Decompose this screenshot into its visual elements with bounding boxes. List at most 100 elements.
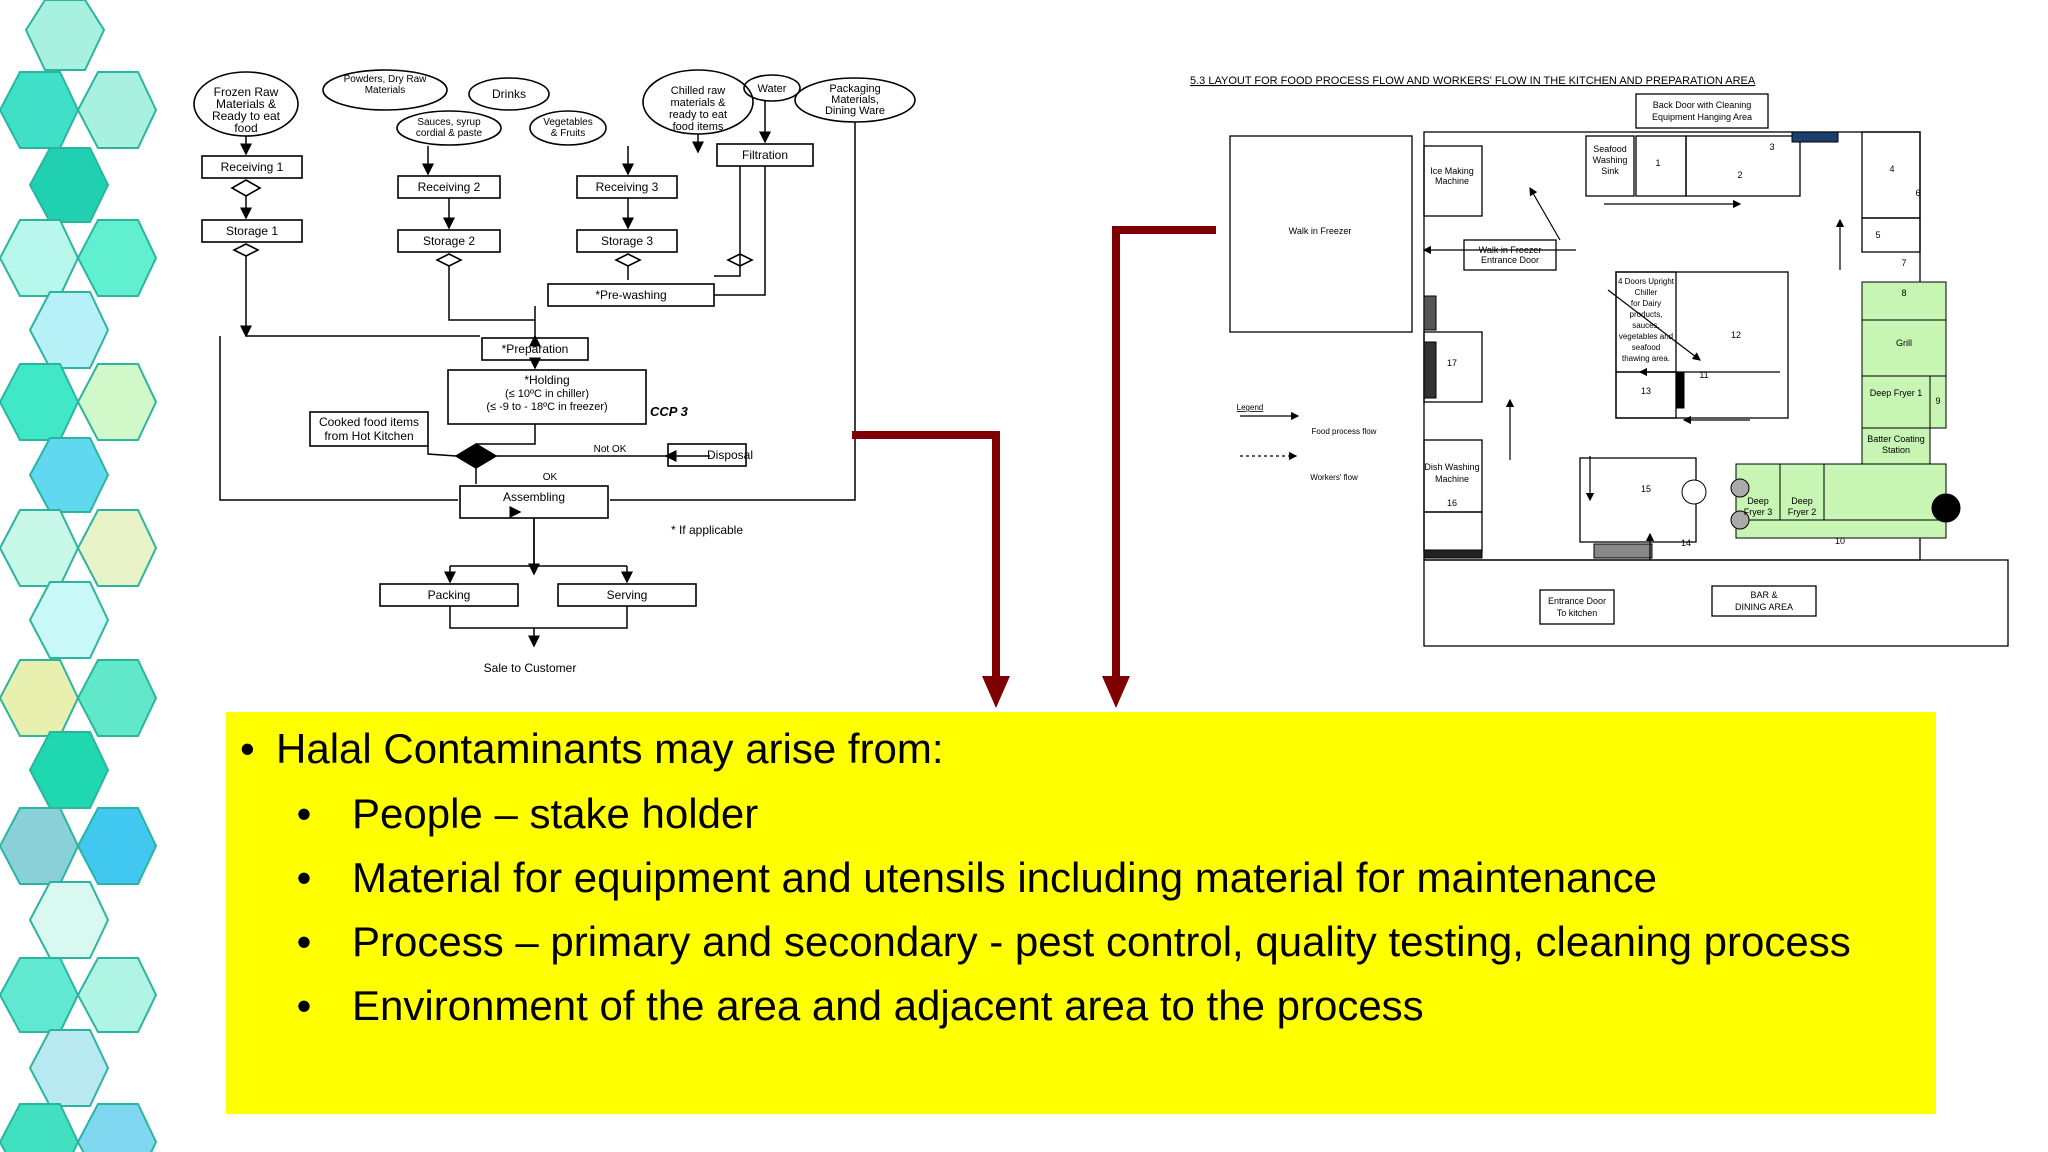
bullet-dot: • bbox=[296, 854, 312, 901]
bullet-dot: • bbox=[296, 982, 312, 1029]
chiller-line2: Chiller bbox=[1635, 288, 1658, 297]
seafood-sink-box bbox=[1585, 135, 1635, 197]
ccp-label: CCP 3 bbox=[650, 404, 689, 419]
num-15: 15 bbox=[1641, 484, 1651, 494]
packaging-line1: Packaging bbox=[829, 83, 880, 95]
legend-food: Food process flow bbox=[1312, 427, 1377, 436]
storage1-label: Storage 1 bbox=[226, 224, 278, 238]
storage2-label: Storage 2 bbox=[423, 234, 475, 248]
receiving1-box bbox=[201, 155, 303, 179]
if-applicable-note: * If applicable bbox=[671, 523, 743, 537]
chiller-line8: thawing area. bbox=[1622, 354, 1670, 363]
water-label: Water bbox=[758, 83, 787, 95]
legend-title: Legend bbox=[1237, 403, 1264, 412]
receiving2-label: Receiving 2 bbox=[418, 180, 481, 194]
disposal-label: Disposal bbox=[707, 448, 753, 462]
kitchen-floor-plan: 5.3 LAYOUT FOR FOOD PROCESS FLOW AND WOR… bbox=[1190, 75, 2009, 647]
walk-in-freezer-label: Walk in Freezer bbox=[1289, 226, 1352, 236]
bullet-dot: • bbox=[296, 790, 312, 837]
storage3-label: Storage 3 bbox=[601, 234, 653, 248]
storage2-box bbox=[397, 229, 501, 253]
stove-box bbox=[1823, 463, 1947, 521]
sub-bullet: • Environment of the area and adjacent a… bbox=[240, 978, 1936, 1034]
drain-icon bbox=[1681, 479, 1707, 505]
chilled-line2: materials & bbox=[670, 97, 726, 109]
chilled-line4: food items bbox=[673, 121, 724, 133]
receiving3-label: Receiving 3 bbox=[596, 180, 659, 194]
chiller-line5: sauces, bbox=[1632, 321, 1660, 330]
area-10 bbox=[1735, 519, 1947, 539]
holding-line3: (≤ -9 to - 18ºC in freezer) bbox=[486, 401, 607, 413]
area-4-6 bbox=[1861, 131, 1921, 219]
ice-machine-box bbox=[1423, 145, 1483, 217]
input-sauces bbox=[396, 110, 502, 146]
back-door-box bbox=[1635, 93, 1769, 129]
area-2-3 bbox=[1685, 135, 1801, 197]
bar-box bbox=[1711, 585, 1817, 617]
packaging-line3: Dining Ware bbox=[825, 105, 885, 117]
chiller-line3: for Dairy bbox=[1631, 299, 1661, 308]
frozen-line2: Materials & bbox=[216, 97, 276, 111]
freezer-door-line1: Walk in Freezer bbox=[1479, 245, 1542, 255]
black-mark bbox=[1675, 371, 1685, 409]
freezer-door-line2: Entrance Door bbox=[1481, 255, 1539, 265]
input-vegetables bbox=[529, 110, 607, 146]
bar-line1: BAR & bbox=[1750, 590, 1777, 600]
num-2: 2 bbox=[1737, 170, 1742, 180]
ok-label: OK bbox=[543, 472, 558, 483]
area-5 bbox=[1861, 217, 1921, 253]
bullet-dot: • bbox=[240, 725, 255, 772]
entrance-line2: To kitchen bbox=[1557, 608, 1598, 618]
batter-box bbox=[1861, 427, 1931, 465]
vegetables-line2: & Fruits bbox=[551, 128, 585, 139]
packing-label: Packing bbox=[428, 588, 471, 602]
bullet-dot: • bbox=[296, 918, 312, 965]
bullet-environment: Environment of the area and adjacent are… bbox=[352, 982, 1424, 1029]
hatched-2 bbox=[1423, 341, 1437, 399]
num-12: 12 bbox=[1731, 330, 1741, 340]
num-6: 6 bbox=[1915, 188, 1920, 198]
bullet-material: Material for equipment and utensils incl… bbox=[352, 854, 1658, 901]
num-5: 5 bbox=[1875, 230, 1880, 240]
num-3: 3 bbox=[1769, 142, 1774, 152]
holding-line1: *Holding bbox=[524, 373, 569, 387]
back-door-line1: Back Door with Cleaning bbox=[1653, 100, 1752, 110]
input-drinks bbox=[468, 77, 550, 111]
num-9: 9 bbox=[1935, 396, 1940, 406]
storage1-box bbox=[201, 219, 303, 243]
num-17: 17 bbox=[1447, 358, 1457, 368]
grill-box bbox=[1861, 319, 1947, 377]
input-water bbox=[743, 74, 801, 102]
walk-in-freezer bbox=[1229, 135, 1413, 333]
burner-icon-1 bbox=[1730, 478, 1750, 498]
deep-fryer3-line1: Deep bbox=[1747, 496, 1769, 506]
cooked-line1: Cooked food items bbox=[319, 415, 419, 429]
assembling-label: Assembling bbox=[503, 490, 565, 504]
hatched-1 bbox=[1423, 295, 1437, 331]
hatched-4 bbox=[1593, 543, 1653, 559]
area-8 bbox=[1861, 281, 1947, 321]
deep-fryer3-line2: Fryer 3 bbox=[1744, 507, 1773, 517]
receiving3-box bbox=[576, 175, 678, 199]
dining-outline bbox=[1423, 559, 2009, 647]
sauces-line1: Sauces, syrup bbox=[417, 117, 481, 128]
frozen-line4: food bbox=[234, 121, 257, 135]
preparation-label: *Preparation bbox=[502, 342, 569, 356]
burner-icon-2 bbox=[1730, 510, 1750, 530]
hexagon-pattern bbox=[0, 0, 158, 1152]
contaminants-box: • Halal Contaminants may arise from: • P… bbox=[226, 712, 1936, 1114]
dish-washing-line1: Dish Washing bbox=[1424, 462, 1479, 472]
frozen-line3: Ready to eat bbox=[212, 109, 281, 123]
deep-fryer1-box bbox=[1861, 375, 1931, 429]
seafood-line1: Seafood bbox=[1593, 144, 1627, 154]
input-powders bbox=[322, 69, 448, 111]
num-16: 16 bbox=[1447, 498, 1457, 508]
holding-box bbox=[447, 369, 647, 425]
cooked-line2: from Hot Kitchen bbox=[324, 429, 413, 443]
num-10: 10 bbox=[1835, 536, 1845, 546]
hatched-3 bbox=[1423, 549, 1483, 559]
chilled-line3: ready to eat bbox=[669, 109, 727, 121]
batter-line1: Batter Coating bbox=[1867, 434, 1925, 444]
num-11: 11 bbox=[1699, 370, 1708, 380]
dish-washing-line2: Machine bbox=[1435, 474, 1469, 484]
